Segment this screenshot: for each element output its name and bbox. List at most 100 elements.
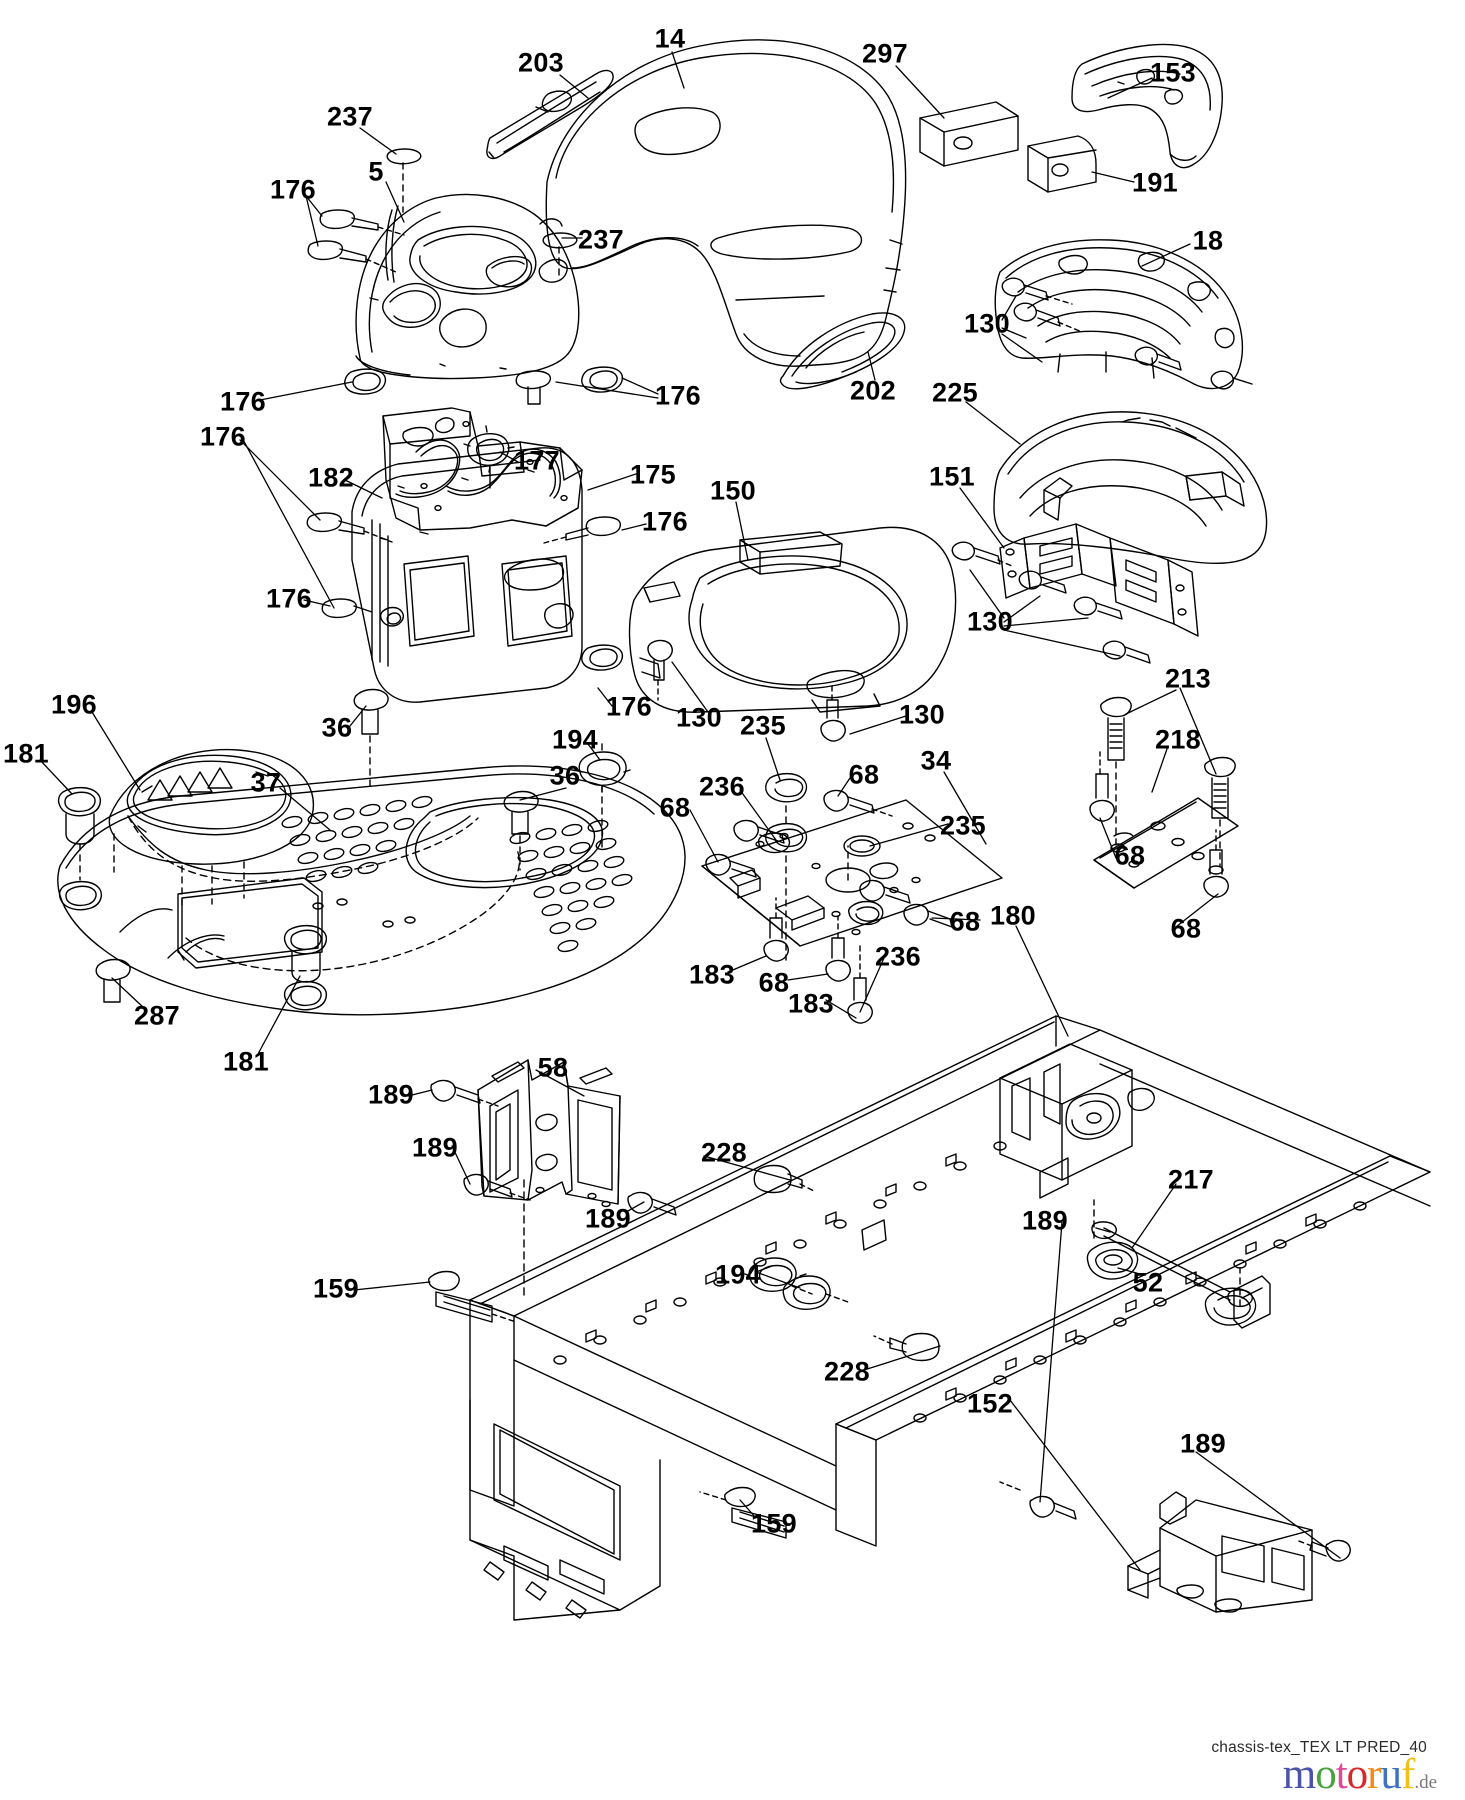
part-trim-202: [779, 312, 906, 390]
part-plug-237-top: [386, 148, 422, 213]
part-bracket-151: [999, 523, 1199, 637]
part-callout-180: 180: [990, 900, 1036, 931]
part-screws-189-bracket: [430, 1079, 677, 1216]
part-callout-176: 176: [266, 583, 312, 614]
watermark-tld-suffix: .de: [1414, 1772, 1437, 1793]
part-callout-176: 176: [200, 421, 246, 452]
part-nuts-235: [765, 772, 849, 961]
part-callout-181: 181: [223, 1046, 269, 1077]
part-insert-196: [108, 748, 314, 907]
part-rivets-181: [57, 786, 328, 1011]
part-bar-218: [1093, 797, 1239, 889]
part-fittings-228: [753, 1164, 940, 1362]
part-grommet-176-left: [344, 368, 387, 395]
part-screws-130-grille: [1001, 277, 1253, 390]
part-callout-68: 68: [758, 967, 790, 998]
part-bracket-58: [477, 1059, 621, 1301]
part-callout-183: 183: [788, 988, 834, 1019]
part-callout-58: 58: [537, 1052, 569, 1083]
part-screws-130-bracket: [951, 541, 1151, 664]
watermark-letter-t-2: t: [1335, 1751, 1348, 1798]
watermark-letter-m-0: m: [1282, 1751, 1316, 1798]
part-callout-68: 68: [659, 792, 691, 823]
part-trim-203: [486, 69, 614, 160]
part-trim-153: [1071, 43, 1223, 169]
part-callout-153: 153: [1150, 57, 1196, 88]
part-callout-196: 196: [51, 689, 97, 720]
watermark-letter-o-1: o: [1315, 1751, 1336, 1798]
watermark-letter-o-3: o: [1346, 1751, 1368, 1798]
part-callout-297: 297: [862, 38, 908, 69]
part-plug-237-right: [542, 232, 578, 281]
part-nuts-236: [757, 832, 791, 854]
chassis-holes-left: [553, 1141, 1007, 1365]
part-screws-176-dash: [307, 209, 405, 273]
part-callout-176: 176: [606, 691, 652, 722]
part-bolts-159: [428, 1270, 787, 1539]
part-floorpan-37: [57, 765, 686, 1016]
part-callout-194: 194: [552, 724, 598, 755]
part-nut-52-lower: [1204, 1287, 1257, 1326]
part-callout-68: 68: [949, 906, 981, 937]
part-block-191: [1027, 135, 1097, 193]
watermark-letter-u-5: u: [1380, 1751, 1401, 1798]
part-callout-202: 202: [850, 375, 896, 406]
part-callout-189: 189: [412, 1132, 458, 1163]
part-callout-213: 213: [1165, 663, 1211, 694]
part-callout-159: 159: [313, 1273, 359, 1304]
part-callout-181: 181: [3, 738, 49, 769]
part-callout-175: 175: [630, 459, 676, 490]
part-guard-152: [1127, 1491, 1313, 1613]
part-bracket-175: [382, 407, 583, 531]
part-callout-5: 5: [368, 156, 384, 187]
watermark-letter-r-4: r: [1367, 1751, 1381, 1798]
part-callout-176: 176: [642, 506, 688, 537]
part-callout-236: 236: [699, 771, 745, 802]
part-callout-52: 52: [1132, 1267, 1164, 1298]
diagram-footer-code: chassis-tex_TEX LT PRED_40: [1211, 1739, 1427, 1756]
part-callout-34: 34: [920, 745, 952, 776]
part-callout-194: 194: [715, 1259, 761, 1290]
part-bolts-213: [1089, 696, 1236, 898]
part-bolts-36: [353, 688, 539, 871]
part-callout-176: 176: [220, 386, 266, 417]
part-callout-130: 130: [676, 702, 722, 733]
part-fender-182: [351, 447, 583, 703]
part-callout-189: 189: [1022, 1205, 1068, 1236]
part-callout-191: 191: [1132, 167, 1178, 198]
part-nut-52: [1086, 1241, 1139, 1280]
part-callout-217: 217: [1168, 1164, 1214, 1195]
part-callout-37: 37: [250, 767, 282, 798]
part-screws-130-shroud: [647, 639, 846, 742]
part-callout-14: 14: [654, 23, 686, 54]
part-callout-68: 68: [848, 759, 880, 790]
part-rod-217: [1091, 1199, 1253, 1308]
part-grommet-176-right: [581, 366, 624, 393]
watermark-letter-f-6: f: [1400, 1751, 1415, 1798]
motoruf-watermark-logo: motoruf.de: [1283, 1753, 1437, 1796]
part-block-297: [919, 101, 1019, 167]
part-callout-36: 36: [549, 760, 581, 791]
part-callout-130: 130: [967, 606, 1013, 637]
part-callout-235: 235: [740, 710, 786, 741]
part-hood-14: [545, 39, 907, 367]
part-callout-236: 236: [875, 941, 921, 972]
part-callout-203: 203: [518, 47, 564, 78]
part-fender-225: [993, 411, 1268, 564]
part-callout-237: 237: [578, 224, 624, 255]
part-callout-130: 130: [964, 308, 1010, 339]
part-nut-194: [577, 743, 631, 853]
part-callout-228: 228: [824, 1356, 870, 1387]
part-callout-218: 218: [1155, 724, 1201, 755]
part-bolt-287: [95, 958, 131, 1003]
part-callout-287: 287: [134, 1000, 180, 1031]
part-bolts-176-fender: [306, 512, 624, 671]
part-nuts-194-chassis: [744, 1257, 849, 1310]
part-callout-68: 68: [1170, 913, 1202, 944]
part-callout-189: 189: [368, 1079, 414, 1110]
part-dash-console-5: [355, 193, 580, 380]
part-clip-177: [463, 425, 515, 473]
part-callout-18: 18: [1192, 225, 1224, 256]
part-chassis-frame-180: [469, 1015, 1431, 1621]
